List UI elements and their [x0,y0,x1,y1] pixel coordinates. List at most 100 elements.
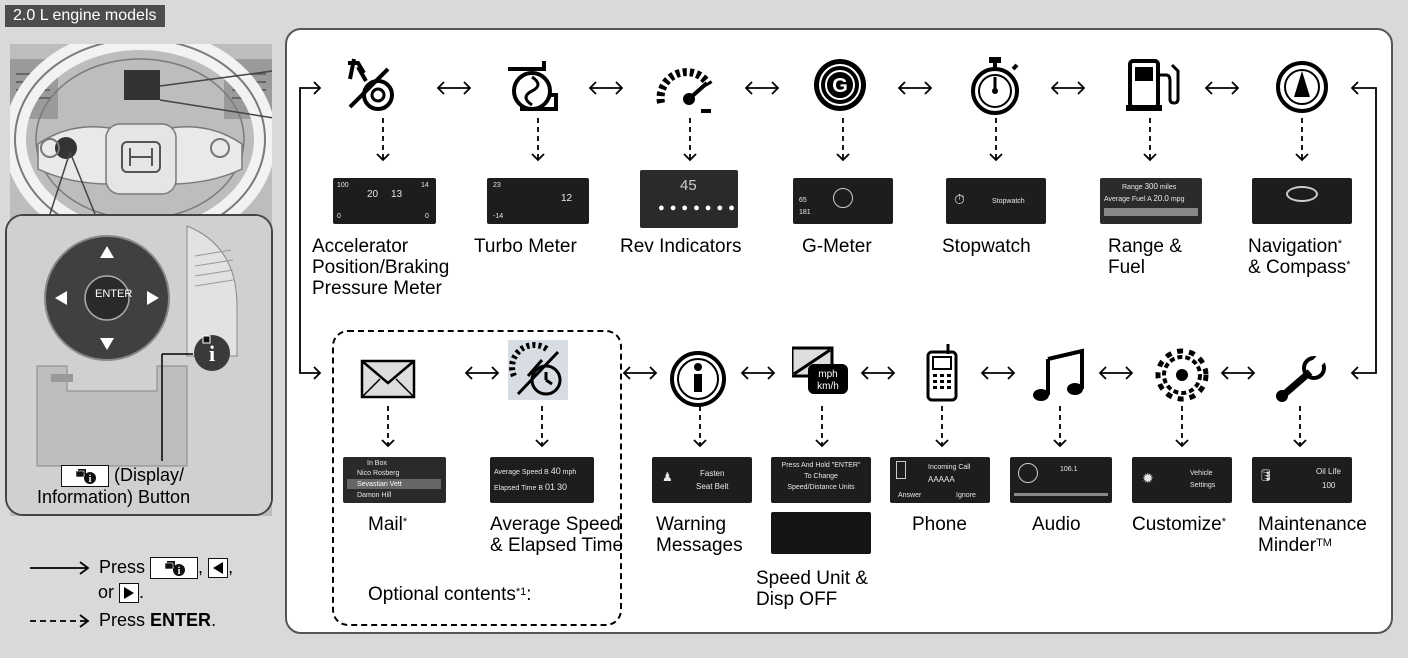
mail-screen: In Box Nico Rosberg Sevastian Vett Damon… [343,457,446,503]
loop-connector-left [313,366,322,380]
display-button-caption-line2: Information) Button [37,487,191,507]
display-info-button-chip[interactable]: i [61,465,109,488]
warning-messages-screen: ♟ Fasten Seat Belt [652,457,752,503]
enter-arrow [381,439,395,448]
fuel-pump-icon [1126,59,1180,111]
bidirectional-arrow [771,81,780,95]
enter-arrow [815,439,829,448]
label-g-meter: G-Meter [802,236,872,257]
bidirectional-arrow [649,366,658,380]
press-label: Press [99,557,146,577]
enter-arrow [531,153,545,162]
bidirectional-arrow [1007,366,1016,380]
stopwatch-mini-icon: ⏱ [954,191,965,207]
bidirectional-arrow [980,366,989,380]
compass-icon [1276,61,1328,113]
stopwatch-icon [971,57,1019,115]
svg-text:i: i [209,341,215,366]
enter-legend: Press ENTER. [30,608,216,632]
speed-unit-icon: mph km/h [792,346,848,394]
label-range-fuel: Range &Fuel [1108,236,1182,278]
svg-text:i: i [89,474,92,485]
controller-illustration: i [7,216,271,514]
mail-icon [360,359,416,399]
g-meter-screen: 65 181 [793,178,893,224]
svg-text:G: G [832,75,848,97]
bidirectional-arrow [463,81,472,95]
oil-can-mini-icon: 🛢 [1258,468,1274,482]
bidirectional-arrow [744,81,753,95]
gear-icon [1155,348,1209,402]
bidirectional-arrow [1220,366,1229,380]
speed-unit-screen: Press And Hold "ENTER" To Change Speed/D… [771,457,871,503]
bidirectional-arrow [1204,81,1213,95]
bidirectional-arrow [860,366,869,380]
label-audio: Audio [1032,514,1081,535]
information-icon [670,351,726,407]
audio-screen: 106.1 [1010,457,1112,503]
bidirectional-arrow [1050,81,1059,95]
label-navigation-compass: Navigation* & Compass* [1248,236,1351,278]
press-legend: Press i , , [30,555,234,580]
enter-arrow [683,153,697,162]
enter-arrow [1143,153,1157,162]
engine-model-header: 2.0 L engine models [5,5,165,27]
enter-arrow [376,153,390,162]
label-average-speed: Average Speed& Elapsed Time [490,514,624,556]
seatbelt-mini-icon: ♟ [662,470,673,484]
loop-connector-right [1350,81,1359,95]
enter-suffix: . [211,610,217,630]
legend-comma-2: , [228,557,234,577]
legend-right-button [119,583,140,604]
label-mail: Mail* [368,514,408,535]
maintenance-screen: 🛢 Oil Life 100 [1252,457,1352,503]
legend-display-button: i [150,557,199,580]
legend-period: . [139,582,145,602]
bidirectional-arrow [1098,366,1107,380]
legend-left-button [208,558,229,579]
bidirectional-arrow [1077,81,1086,95]
bidirectional-arrow [615,81,624,95]
display-info-icon: i [164,561,186,577]
average-speed-screen: Average Speed B 40 mph Elapsed Time B 01… [490,457,594,503]
turbo-screen: 23 12 -14 [487,178,589,224]
bidirectional-arrow [1125,366,1134,380]
bidirectional-arrow [622,366,631,380]
svg-text:km/h: km/h [817,381,839,392]
label-stopwatch: Stopwatch [942,236,1031,257]
enter-arrow [1295,153,1309,162]
optional-contents-label: Optional contents*1: [368,584,532,605]
or-label: or [98,582,115,602]
phone-icon [926,344,958,402]
label-turbo-meter: Turbo Meter [474,236,577,257]
stopwatch-screen: ⏱ Stopwatch [946,178,1046,224]
bidirectional-arrow [1247,366,1256,380]
wrench-icon [1276,353,1327,402]
optional-contents-box [332,330,622,626]
svg-text:mph: mph [818,369,837,380]
enter-arrow [836,153,850,162]
label-rev-indicators: Rev Indicators [620,236,742,257]
display-button-caption: i (Display/ [61,464,241,488]
right-triangle-icon [124,587,135,600]
accelerator-braking-icon [348,58,394,111]
bidirectional-arrow [464,366,473,380]
bidirectional-arrow [436,81,445,95]
bidirectional-arrow [740,366,749,380]
gear-mini-icon: ✹ [1142,470,1154,486]
enter-word: ENTER [150,610,212,630]
loop-connector-right [1350,366,1359,380]
bidirectional-arrow [897,81,906,95]
customize-screen: ✹ Vehicle Settings [1132,457,1232,503]
accelerator-screen: 100 14 20 13 0 0 [333,178,436,224]
label-customize: Customize* [1132,514,1227,535]
rev-indicator-screen: 45 ● ● ● ● ● ● ● ● ● [640,170,738,228]
bidirectional-arrow [767,366,776,380]
label-speed-unit: Speed Unit &Disp OFF [756,568,868,610]
rev-indicator-icon [656,68,713,113]
enter-arrow [535,439,549,448]
loop-connector-right [1352,87,1377,374]
enter-arrow [693,439,707,448]
